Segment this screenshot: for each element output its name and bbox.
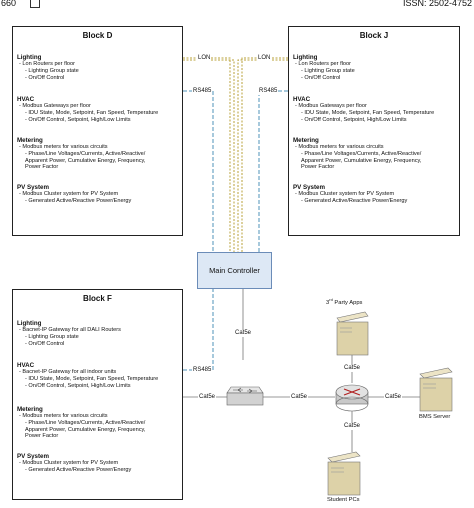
network-switch-icon bbox=[226, 386, 264, 406]
rs485-label-block-f: RS485 bbox=[192, 367, 213, 374]
block-f-panel: Block F Lighting - Bacnet-IP Gateway for… bbox=[12, 289, 183, 500]
bms-server-icon bbox=[419, 367, 453, 412]
rs485-line-block-f bbox=[183, 289, 214, 371]
rs485-label-left: RS485 bbox=[192, 88, 213, 95]
rs485-label-right: RS485 bbox=[258, 88, 279, 95]
lon-line-block-d-2 bbox=[183, 59, 235, 252]
students-label: Student PCs bbox=[327, 497, 360, 503]
router-icon bbox=[335, 384, 369, 412]
block-f-pv: PV System - Modbus Cluster system for PV… bbox=[17, 453, 132, 473]
rs485-line-block-d bbox=[183, 90, 214, 252]
block-d-metering: Metering - Modbus meters for various cir… bbox=[17, 137, 146, 171]
bms-label: BMS Server bbox=[419, 414, 451, 420]
block-d-pv: PV System - Modbus Cluster system for PV… bbox=[17, 184, 132, 204]
students-pc-icon bbox=[327, 451, 361, 496]
block-f-lighting: Lighting - Bacnet-IP Gateway for all DAL… bbox=[17, 320, 121, 347]
block-d-hvac: HVAC - Modbus Gateways per floor - IDU S… bbox=[17, 96, 159, 123]
block-j-metering: Metering - Modbus meters for various cir… bbox=[293, 137, 422, 171]
cat5e-label-bms: Cat5e bbox=[384, 394, 403, 401]
block-d-lighting: Lighting - Lon Routers per floor - Light… bbox=[17, 54, 79, 81]
lon-label-right: LON bbox=[257, 55, 272, 62]
main-controller-label: Main Controller bbox=[209, 266, 260, 275]
block-f-metering: Metering - Modbus meters for various cir… bbox=[17, 406, 146, 440]
page-number: 660 bbox=[1, 0, 17, 8]
main-controller-box: Main Controller bbox=[197, 252, 272, 289]
lon-line-block-j-2 bbox=[237, 59, 288, 252]
apps-server-icon bbox=[336, 311, 369, 356]
issn-label: ISSN: 2502-4752 bbox=[402, 0, 472, 8]
lon-line-block-j bbox=[241, 57, 288, 252]
lon-label-left: LON bbox=[197, 55, 212, 62]
block-d-panel: Block D Lighting - Lon Routers per floor… bbox=[12, 26, 183, 236]
block-f-title: Block F bbox=[83, 294, 112, 303]
page-header: 660 ISSN: 2502-4752 bbox=[0, 0, 474, 10]
block-j-hvac: HVAC - Modbus Gateways per floor - IDU S… bbox=[293, 96, 435, 123]
block-d-title: Block D bbox=[82, 31, 113, 40]
block-f-hvac: HVAC - Bacnet-IP Gateway for all indoor … bbox=[17, 362, 159, 389]
apps-label: 3rd Party Apps bbox=[326, 297, 363, 306]
cat5e-label-switch-router: Cat5e bbox=[290, 394, 309, 401]
rs485-line-block-j bbox=[258, 90, 288, 252]
cat5e-label-block-f: Cat5e bbox=[198, 394, 217, 401]
block-j-title: Block J bbox=[359, 31, 389, 40]
block-j-panel: Block J Lighting - Lon Routers per floor… bbox=[288, 26, 460, 236]
cat5e-label-apps: Cat5e bbox=[343, 365, 362, 372]
header-box-icon bbox=[30, 0, 40, 8]
cat5e-label-mc: Cat5e bbox=[234, 330, 253, 337]
cat5e-label-students: Cat5e bbox=[343, 423, 362, 430]
block-j-pv: PV System - Modbus Cluster system for PV… bbox=[293, 184, 408, 204]
block-j-lighting: Lighting - Lon Routers per floor - Light… bbox=[293, 54, 355, 81]
